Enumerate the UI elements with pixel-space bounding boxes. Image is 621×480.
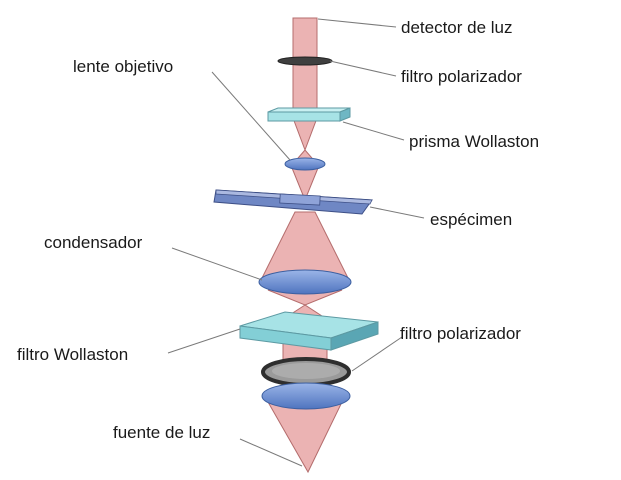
leader-top-polarizer bbox=[329, 60, 397, 77]
leader-specimen bbox=[369, 206, 425, 219]
specimen-slide bbox=[213, 189, 373, 215]
label-detector: detector de luz bbox=[401, 18, 513, 37]
leader-wollaston-filter bbox=[167, 328, 241, 354]
leader-bottom-polarizer bbox=[351, 336, 403, 372]
beam-objective-cone bbox=[292, 117, 318, 152]
beam-top-column bbox=[292, 17, 318, 119]
collector-lens bbox=[261, 382, 351, 410]
wollaston-filter bbox=[239, 311, 379, 351]
label-light-source: fuente de luz bbox=[113, 423, 210, 442]
label-objective-lens: lente objetivo bbox=[73, 57, 173, 76]
label-bottom-polarizer: filtro polarizador bbox=[400, 324, 521, 343]
label-wollaston-prism: prisma Wollaston bbox=[409, 132, 539, 151]
leader-condenser bbox=[171, 247, 263, 281]
leader-light-source bbox=[239, 438, 303, 467]
condenser-lens bbox=[258, 269, 352, 295]
beam-source-cone bbox=[267, 401, 343, 474]
label-wollaston-filter: filtro Wollaston bbox=[17, 345, 128, 364]
bottom-polarizer-filter bbox=[261, 357, 351, 387]
label-condenser: condensador bbox=[44, 233, 143, 252]
label-top-polarizer: filtro polarizador bbox=[401, 67, 522, 86]
top-polarizer-filter bbox=[277, 56, 333, 66]
leader-objective bbox=[211, 71, 291, 161]
label-specimen: espécimen bbox=[430, 210, 512, 229]
leader-detector bbox=[317, 18, 397, 28]
objective-lens bbox=[284, 157, 326, 171]
wollaston-prism bbox=[267, 107, 351, 122]
leader-prism bbox=[342, 121, 405, 141]
